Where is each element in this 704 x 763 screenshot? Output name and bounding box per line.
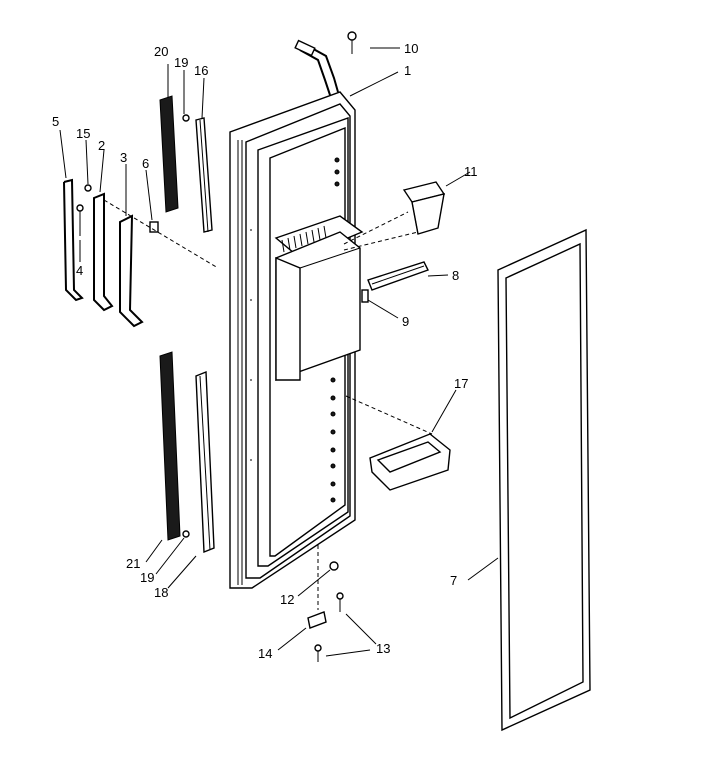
door-gasket	[497, 228, 591, 732]
bottom-hardware	[307, 545, 344, 662]
dispenser-housing	[274, 215, 364, 381]
label-19-bottom: 19	[140, 570, 154, 585]
upper-trims	[159, 95, 213, 233]
label-9: 9	[402, 314, 409, 329]
label-19-top: 19	[174, 55, 188, 70]
label-20: 20	[154, 44, 168, 59]
label-16: 16	[194, 63, 208, 78]
drip-tray	[345, 395, 451, 491]
label-12: 12	[280, 592, 294, 607]
label-10: 10	[404, 41, 418, 56]
label-21: 21	[126, 556, 140, 571]
label-17: 17	[454, 376, 468, 391]
label-8: 8	[452, 268, 459, 283]
label-11: 11	[464, 164, 478, 179]
label-13-upper: 13	[376, 641, 390, 656]
label-5: 5	[52, 114, 59, 129]
label-3: 3	[120, 150, 127, 165]
label-14: 14	[258, 646, 272, 661]
label-15: 15	[76, 126, 90, 141]
label-7: 7	[450, 573, 457, 588]
trim-bar	[361, 261, 429, 303]
ice-chute	[343, 181, 446, 251]
label-6: 6	[142, 156, 149, 171]
label-2: 2	[98, 138, 105, 153]
screw-10	[347, 31, 357, 54]
label-18: 18	[154, 585, 168, 600]
lower-trims	[159, 351, 215, 554]
part-labels: 10 1 11 8 9 17 7 20 19 16 5 15 2 3 6 4 2…	[52, 41, 478, 661]
label-1: 1	[404, 63, 411, 78]
label-4: 4	[76, 263, 83, 278]
handle-parts	[63, 178, 219, 328]
leader-lines	[59, 47, 499, 657]
